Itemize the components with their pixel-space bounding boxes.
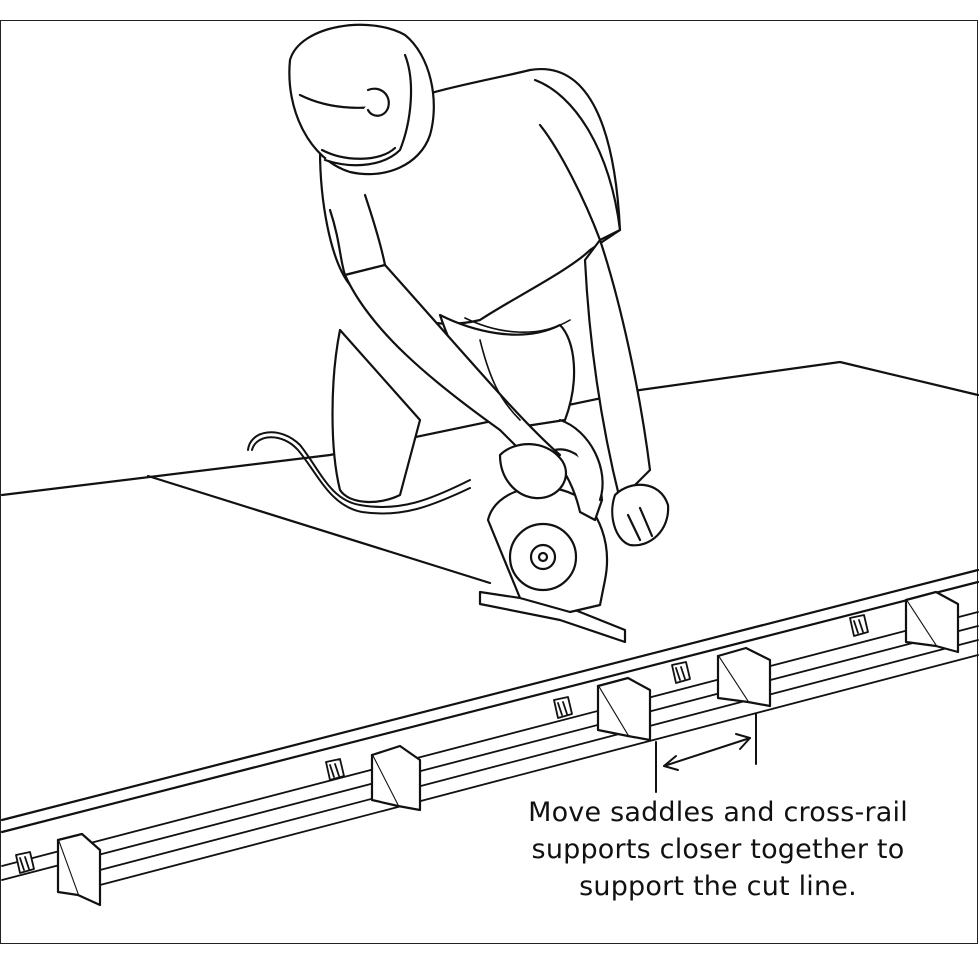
saddles <box>15 614 869 874</box>
person-figure <box>288 23 670 547</box>
caption-line-1: Move saddles and cross-rail <box>528 797 908 828</box>
power-cord <box>247 431 471 515</box>
caption-text: Move saddles and cross-rail supports clo… <box>498 794 938 905</box>
detail-lines <box>464 317 571 421</box>
spacing-arrow <box>655 713 757 793</box>
caption-line-2: supports closer together to <box>531 834 905 865</box>
caption-line-3: support the cut line. <box>579 871 857 902</box>
plywood-sheet <box>0 360 980 834</box>
support-rails <box>1 611 979 886</box>
cross-rail-supports <box>56 590 960 907</box>
